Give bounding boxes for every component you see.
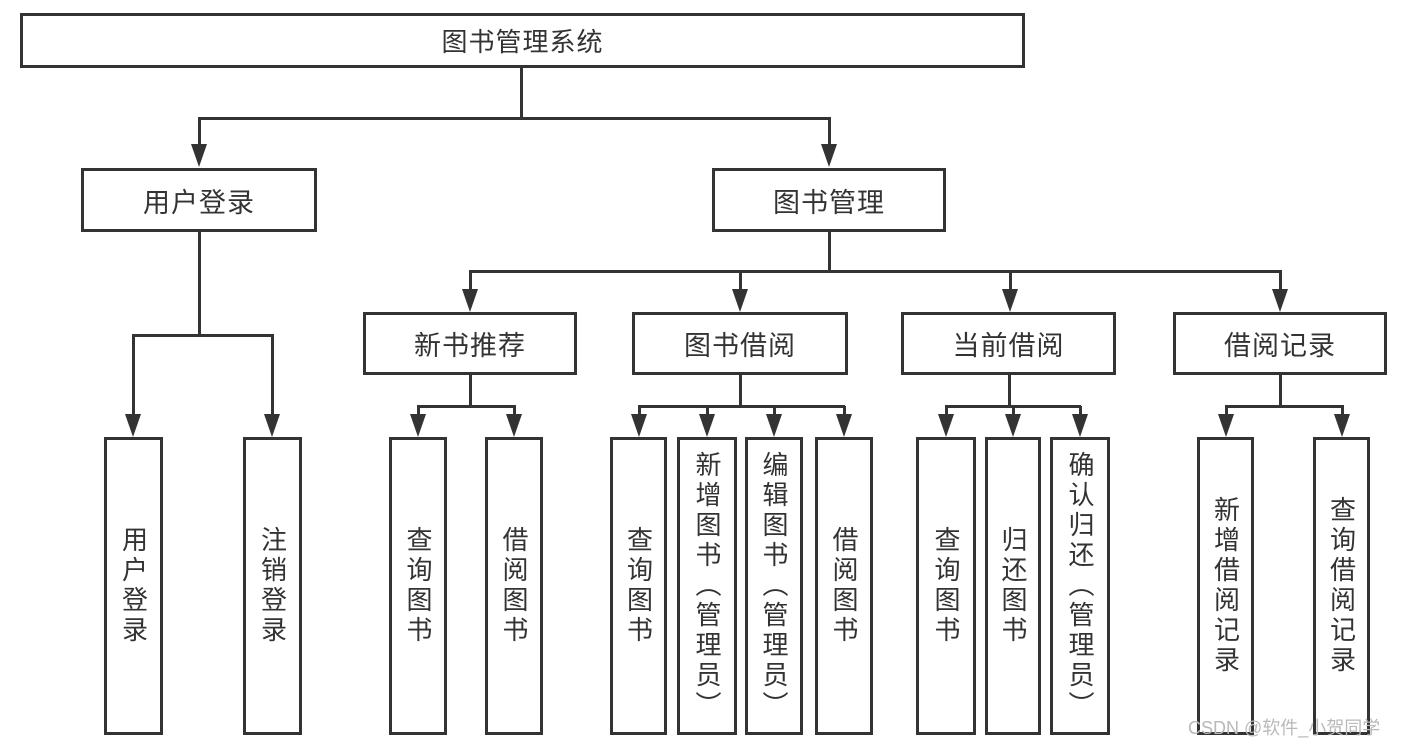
arrow-down-icon [410, 414, 426, 437]
connector-line [772, 406, 776, 416]
node-book-borrowing: 图书借阅 [632, 312, 848, 375]
connector-line [1224, 404, 1344, 408]
connector-line [416, 406, 420, 416]
arrow-down-icon [836, 414, 852, 437]
connector-line [827, 232, 831, 271]
connector-line [1278, 375, 1282, 406]
connector-line [1007, 375, 1011, 406]
arrow-down-icon [1334, 414, 1350, 437]
leaf-user-login: 用户登录 [104, 437, 163, 735]
leaf-add-borrow-record: 新增借阅记录 [1197, 437, 1254, 735]
leaf-return-books: 归还图书 [985, 437, 1041, 735]
connector-line [637, 404, 845, 408]
connector-line [416, 404, 516, 408]
connector-line [705, 406, 709, 416]
leaf-borrow-books-recommend: 借阅图书 [485, 437, 543, 735]
arrow-down-icon [766, 414, 782, 437]
arrow-down-icon [732, 289, 748, 312]
node-current-borrowing: 当前借阅 [901, 312, 1116, 375]
connector-line [468, 269, 1282, 273]
connector-line [512, 406, 516, 416]
leaf-add-books-admin: 新增图书（管理员） [677, 437, 737, 735]
node-book-management: 图书管理 [712, 168, 946, 232]
connector-line [468, 375, 472, 406]
connector-line [197, 118, 201, 146]
leaf-query-books-recommend: 查询图书 [389, 437, 447, 735]
connector-line [1340, 406, 1344, 416]
connector-line [637, 406, 641, 416]
arrow-down-icon [1272, 289, 1288, 312]
connector-line [1078, 406, 1082, 416]
arrow-down-icon [462, 289, 478, 312]
arrow-down-icon [506, 414, 522, 437]
arrow-down-icon [1005, 414, 1021, 437]
node-borrowing-records: 借阅记录 [1173, 312, 1387, 375]
connector-line [1224, 406, 1228, 416]
leaf-edit-books-admin: 编辑图书（管理员） [745, 437, 803, 735]
leaf-logout: 注销登录 [243, 437, 302, 735]
leaf-query-books-current: 查询图书 [916, 437, 976, 735]
arrow-down-icon [1072, 414, 1088, 437]
node-new-book-recommendation: 新书推荐 [363, 312, 577, 375]
connector-line [468, 271, 472, 291]
connector-line [738, 271, 742, 291]
arrow-down-icon [938, 414, 954, 437]
connector-line [131, 333, 274, 337]
arrow-down-icon [821, 144, 837, 167]
arrow-down-icon [125, 414, 141, 437]
connector-line [1008, 271, 1012, 291]
connector-line [944, 406, 948, 416]
arrow-down-icon [631, 414, 647, 437]
arrow-down-icon [699, 414, 715, 437]
arrow-down-icon [264, 414, 280, 437]
leaf-query-borrow-record: 查询借阅记录 [1313, 437, 1370, 735]
connector-line [842, 406, 846, 416]
connector-line [738, 375, 742, 406]
connector-line [270, 335, 274, 415]
leaf-borrow-books-borrowing: 借阅图书 [815, 437, 873, 735]
watermark: CSDN @软件_小贺同学 [1188, 718, 1381, 738]
connector-line [1011, 406, 1015, 416]
connector-line [197, 116, 831, 120]
arrow-down-icon [1218, 414, 1234, 437]
arrow-down-icon [1002, 289, 1018, 312]
connector-line [827, 118, 831, 146]
leaf-query-books-borrowing: 查询图书 [610, 437, 667, 735]
leaf-confirm-return-admin: 确认归还（管理员） [1050, 437, 1110, 735]
connector-line [197, 232, 201, 335]
connector-line [131, 335, 135, 415]
connector-line [1278, 271, 1282, 291]
arrow-down-icon [191, 144, 207, 167]
connector-line [519, 68, 523, 118]
node-library-management-system: 图书管理系统 [20, 13, 1025, 68]
node-user-login: 用户登录 [81, 168, 317, 232]
